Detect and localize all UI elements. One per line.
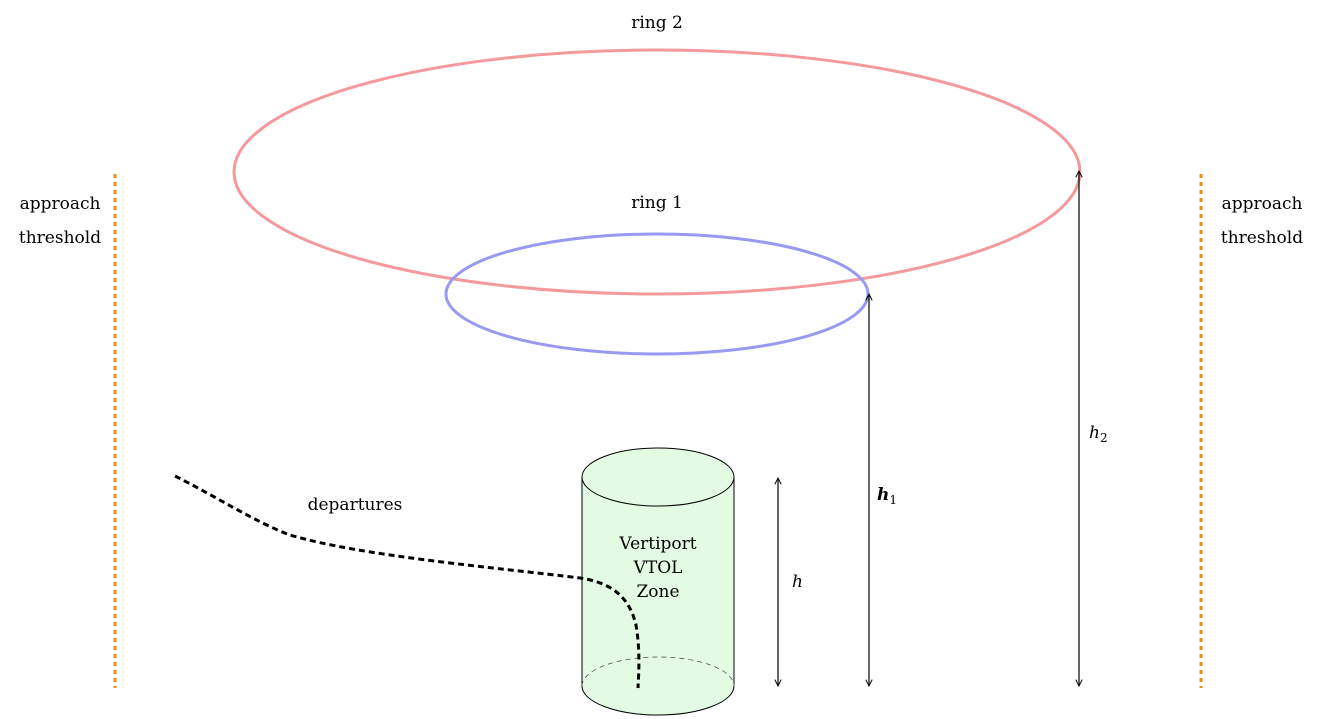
vertiport-bottom-back: [581, 656, 735, 687]
vertiport-bottom-front: [581, 685, 735, 716]
h-label: h: [792, 572, 803, 592]
ring-2: [232, 48, 1082, 296]
vertiport-top: [581, 447, 735, 507]
h1-label: h1: [877, 485, 897, 507]
h2-label: h2: [1089, 423, 1108, 445]
approach-left-label-line1: approach: [20, 194, 101, 214]
ring-2-label: ring 2: [631, 13, 683, 33]
vertiport-label-line3: Zone: [636, 582, 679, 602]
vertiport-label-line1: Vertiport: [618, 534, 696, 554]
h1-label-base: h: [877, 485, 889, 505]
approach-left-label-line2: threshold: [19, 228, 101, 248]
h2-label-sub: 2: [1100, 431, 1108, 445]
ring-1-label: ring 1: [631, 193, 683, 213]
approach-right-label-line1: approach: [1222, 194, 1303, 214]
h1-label-sub: 1: [889, 493, 897, 507]
approach-right-label-line2: threshold: [1221, 228, 1303, 248]
h2-label-base: h: [1089, 423, 1100, 443]
departures-path: [174, 474, 641, 689]
departures-label: departures: [308, 495, 403, 515]
vertiport-cylinder: [581, 447, 735, 716]
vertiport-label-line2: VTOL: [633, 558, 683, 578]
vertiport-body: [582, 477, 734, 715]
